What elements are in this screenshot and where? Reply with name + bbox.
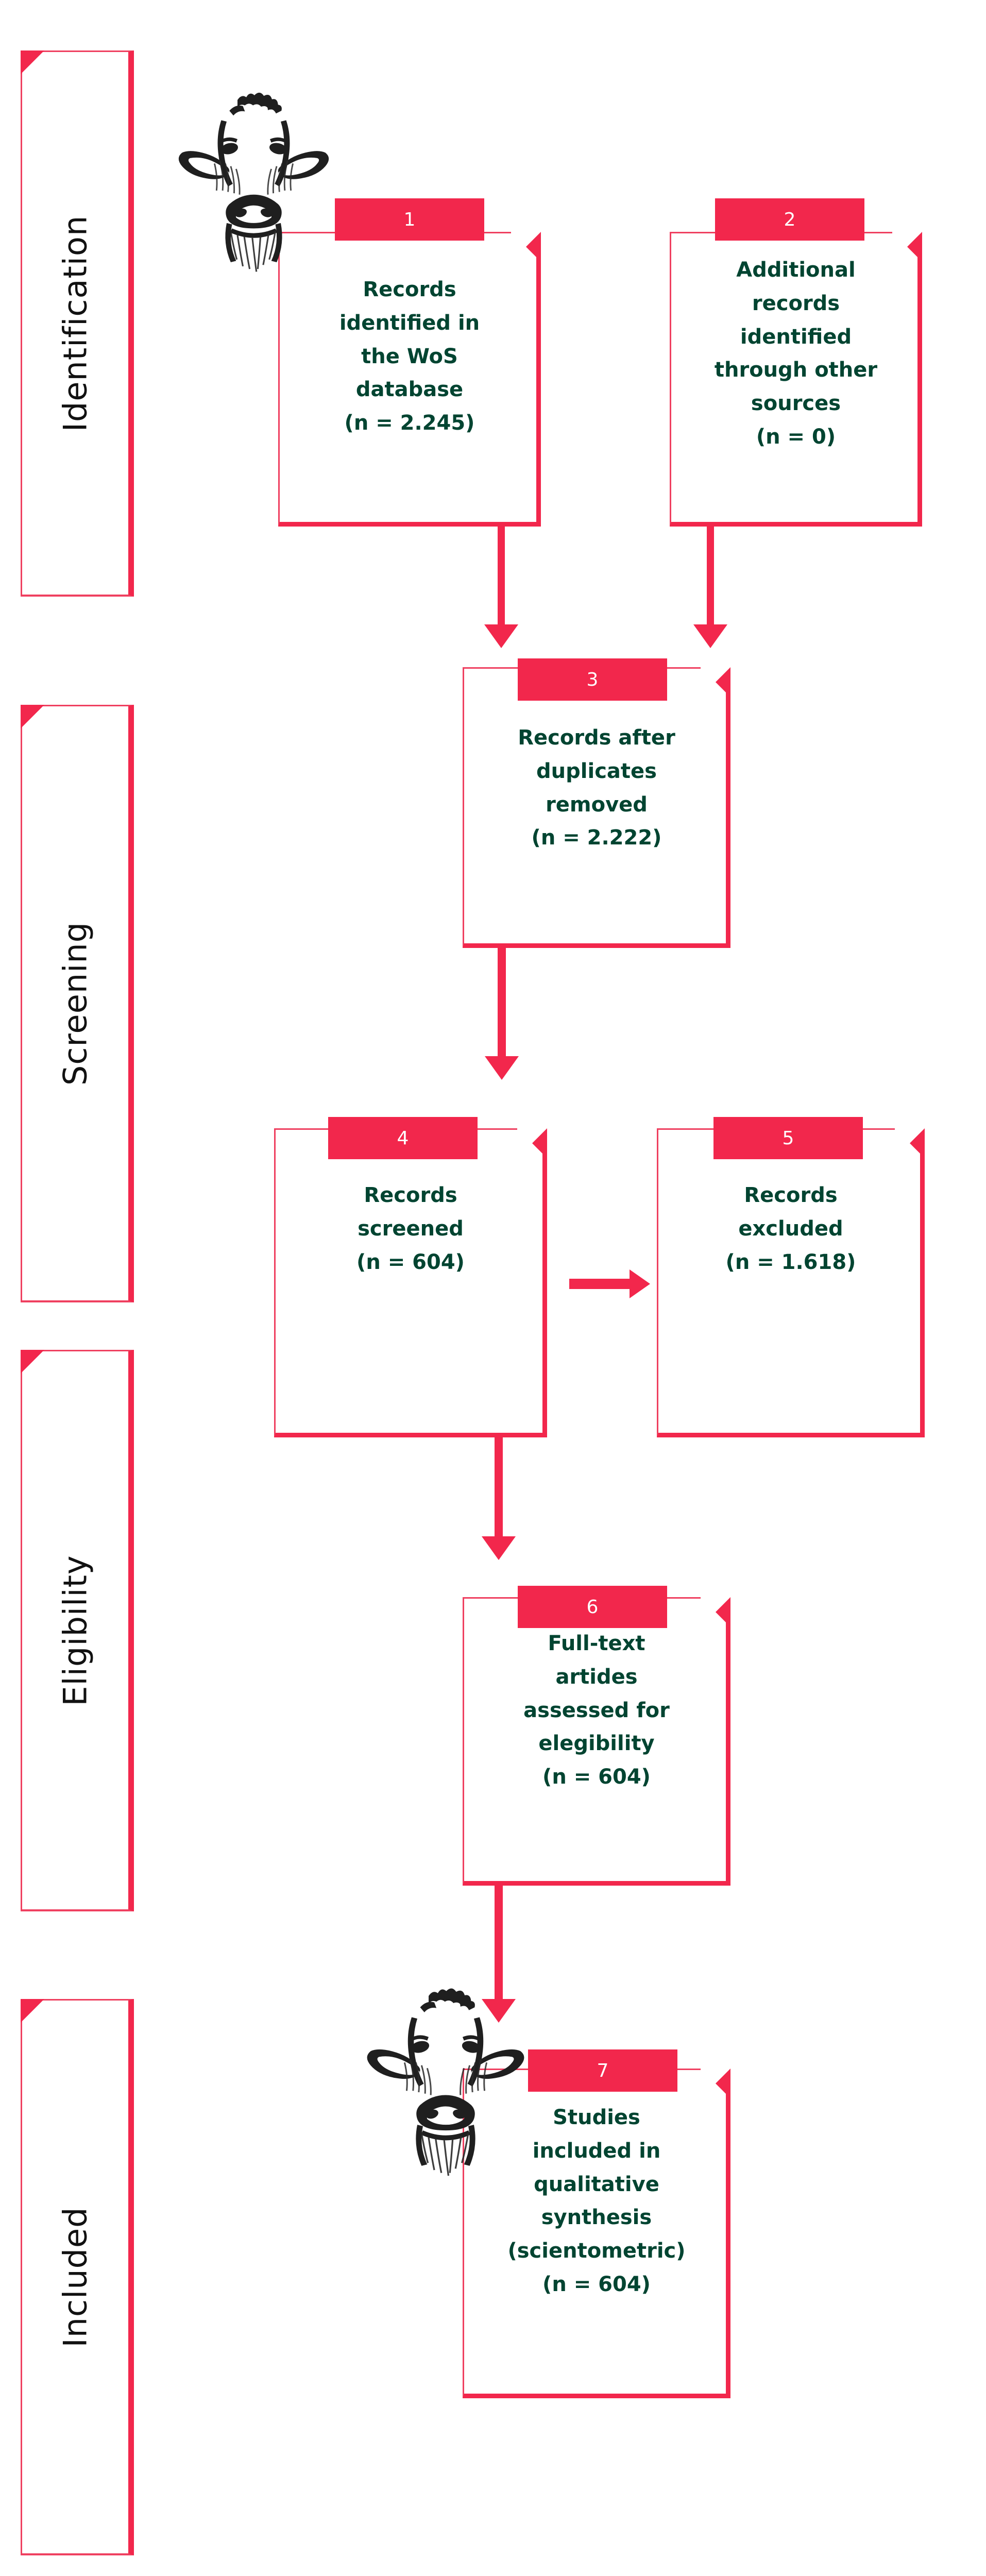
phase-label-identification: Identification <box>56 215 94 432</box>
page-corner-cut <box>701 1597 730 1627</box>
box-number-badge-4: 4 <box>328 1117 478 1159</box>
flow-box-text-1: Records identified in the WoS database (… <box>339 278 480 435</box>
phase-label-eligibility: Eligibility <box>56 1554 94 1706</box>
flow-box-text-3: Records after duplicates removed (n = 2.… <box>518 726 675 850</box>
cow-head-illustration <box>178 92 329 272</box>
connector-box6-to-box7 <box>495 1886 503 2004</box>
box-number-badge-7: 7 <box>528 2049 677 2092</box>
box-number-badge-6: 6 <box>518 1586 667 1628</box>
flow-box-additional-records <box>670 232 922 527</box>
arrow-down-icon <box>693 624 727 648</box>
flow-box-text-7: Studies included in qualitative synthesi… <box>507 2106 686 2296</box>
phase-panel-included: Included <box>21 1999 134 2555</box>
box-number-badge-1: 1 <box>335 198 484 241</box>
page-corner-cut <box>701 667 730 697</box>
connector-box3-to-box4 <box>498 948 506 1061</box>
arrow-down-icon <box>482 1999 516 2023</box>
page-fold-icon <box>21 1999 44 2023</box>
cow-head-illustration <box>367 1988 524 2176</box>
arrow-down-icon <box>482 1536 516 1560</box>
phase-label-included: Included <box>56 2206 94 2348</box>
phase-panel-identification: Identification <box>21 50 134 597</box>
phase-label-screening: Screening <box>56 921 94 1086</box>
flow-box-records-screened <box>274 1128 547 1437</box>
flow-box-studies-included <box>463 2069 730 2398</box>
connector-box4-to-box6 <box>495 1437 503 1540</box>
connector-box1-to-box3 <box>498 527 505 630</box>
page-fold-icon <box>21 705 44 728</box>
flow-box-text-5: Records excluded (n = 1.618) <box>725 1183 856 1274</box>
page-fold-icon <box>21 50 44 74</box>
flow-box-records-identified <box>278 232 541 527</box>
arrow-down-icon <box>484 624 518 648</box>
connector-box4-to-box5 <box>569 1279 631 1289</box>
page-corner-cut <box>511 232 541 262</box>
flow-box-text-6: Full-text artides assessed for elegibili… <box>523 1632 670 1789</box>
flow-box-text-4: Records screened (n = 604) <box>356 1183 465 1274</box>
page-corner-cut <box>892 232 922 262</box>
arrow-down-icon <box>485 1056 519 1080</box>
page-corner-cut <box>895 1128 925 1158</box>
box-number-badge-5: 5 <box>713 1117 863 1159</box>
phase-panel-eligibility: Eligibility <box>21 1350 134 1911</box>
box-number-badge-2: 2 <box>715 198 864 241</box>
box-number-badge-3: 3 <box>518 658 667 701</box>
page-corner-cut <box>517 1128 547 1158</box>
flow-box-records-excluded <box>657 1128 925 1437</box>
page-fold-icon <box>21 1350 44 1374</box>
flow-box-text-2: Additional records identified through ot… <box>714 258 878 449</box>
connector-box2-to-box3 <box>707 527 714 630</box>
arrow-right-icon <box>630 1269 650 1298</box>
phase-panel-screening: Screening <box>21 705 134 1302</box>
page-corner-cut <box>701 2069 730 2098</box>
